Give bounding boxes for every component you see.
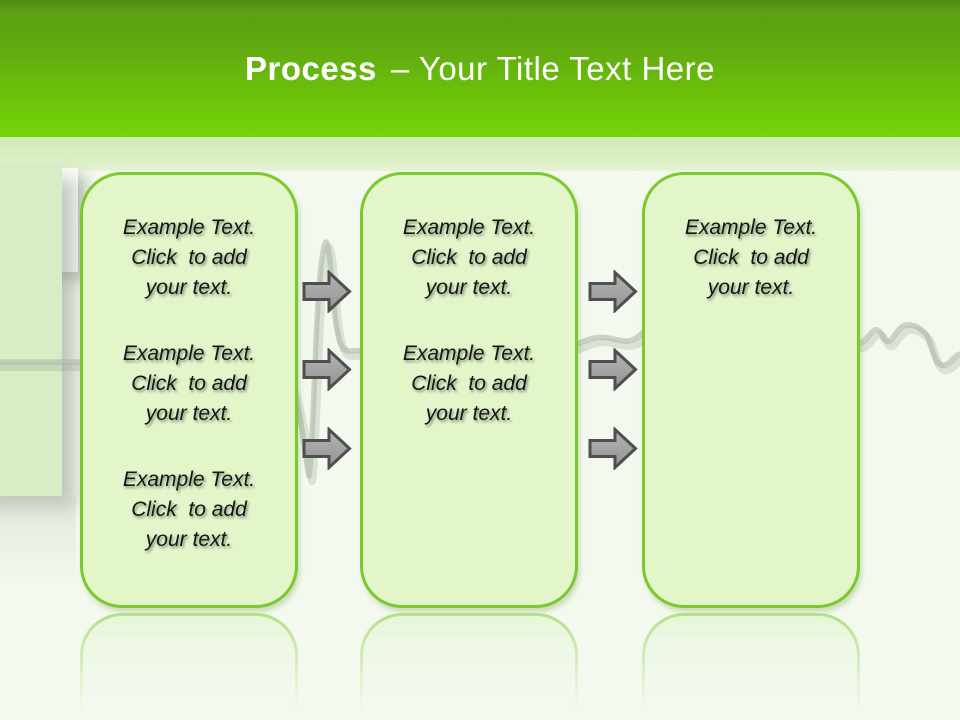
step-box-1-reflection	[80, 613, 298, 720]
title-emphasis: Process	[244, 49, 377, 87]
step-box-1[interactable]: Example Text. Click to add your text. Ex…	[80, 172, 298, 608]
arrow-right-icon	[302, 348, 352, 391]
placeholder-line: your text.	[145, 402, 233, 425]
step-box-3[interactable]: Example Text. Click to add your text.	[642, 172, 860, 608]
placeholder-line: your text.	[707, 276, 795, 299]
text-placeholder[interactable]: Example Text. Click to add your text.	[123, 465, 255, 555]
arrow-right-icon	[302, 270, 352, 313]
placeholder-line: Example Text.	[684, 216, 818, 239]
placeholder-line: Click to add	[411, 372, 527, 395]
arrow-right-icon	[302, 427, 352, 470]
placeholder-line: Click to add	[693, 246, 809, 269]
placeholder-line: your text.	[425, 276, 513, 299]
placeholder-line: Example Text.	[122, 216, 256, 239]
slide-title: Process – Your Title Text Here	[245, 50, 715, 88]
placeholder-line: Click to add	[131, 372, 247, 395]
placeholder-line: Example Text.	[402, 216, 536, 239]
placeholder-line: Click to add	[131, 246, 247, 269]
placeholder-line: your text.	[145, 528, 233, 551]
text-placeholder[interactable]: Example Text. Click to add your text.	[685, 213, 817, 303]
header-accent-band	[0, 137, 960, 171]
arrow-right-icon	[588, 270, 638, 313]
title-rest: – Your Title Text Here	[390, 49, 716, 87]
left-decoration-front-block	[0, 168, 62, 496]
placeholder-line: Example Text.	[402, 342, 536, 365]
text-placeholder[interactable]: Example Text. Click to add your text.	[123, 213, 255, 303]
text-placeholder[interactable]: Example Text. Click to add your text.	[403, 213, 535, 303]
placeholder-line: Click to add	[131, 498, 247, 521]
arrow-right-icon	[588, 427, 638, 470]
text-placeholder[interactable]: Example Text. Click to add your text.	[123, 339, 255, 429]
title-bar: Process – Your Title Text Here	[0, 0, 960, 137]
left-decoration-reflection	[0, 497, 76, 587]
placeholder-line: your text.	[425, 402, 513, 425]
text-placeholder[interactable]: Example Text. Click to add your text.	[403, 339, 535, 429]
placeholder-line: Example Text.	[122, 468, 256, 491]
step-box-2[interactable]: Example Text. Click to add your text. Ex…	[360, 172, 578, 608]
placeholder-line: your text.	[145, 276, 233, 299]
step-box-3-reflection	[642, 613, 860, 720]
placeholder-line: Click to add	[411, 246, 527, 269]
arrow-right-icon	[588, 348, 638, 391]
step-box-2-reflection	[360, 613, 578, 720]
placeholder-line: Example Text.	[122, 342, 256, 365]
